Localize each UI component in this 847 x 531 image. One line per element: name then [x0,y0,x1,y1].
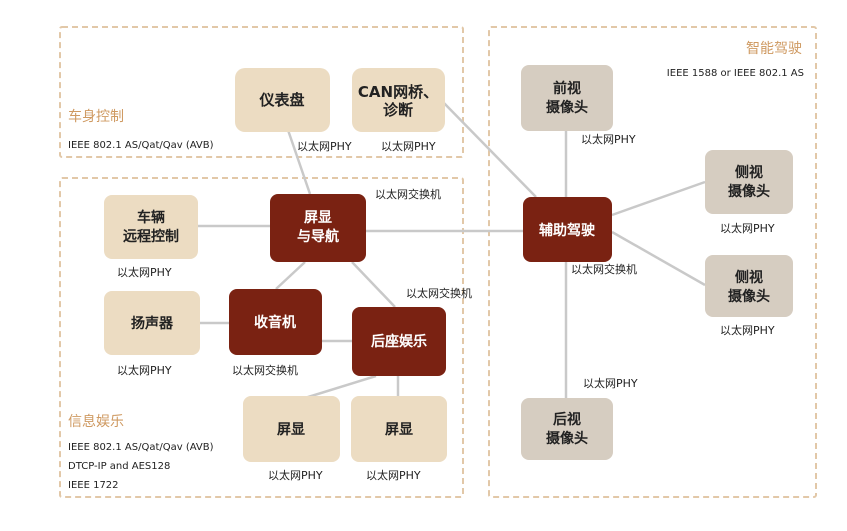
node-dashboard-caption: 以太网PHY [297,140,352,153]
node-rear-entertainment: 后座娱乐 以太网交换机 [352,286,472,376]
region-note-smart-driving-0: IEEE 1588 or IEEE 802.1 AS [667,68,804,79]
node-adas-label-0: 辅助驾驶 [539,222,595,239]
node-can-bridge: CAN网桥、 诊断 以太网PHY [352,68,445,153]
node-rear-camera-label-0: 后视 [553,411,581,428]
node-remote-control-label-0: 车辆 [137,209,165,226]
node-speaker: 扬声器 以太网PHY [104,291,200,377]
region-smart-driving: 智能驾驶 IEEE 1588 or IEEE 802.1 AS [488,26,817,498]
node-screen-1-label-0: 屏显 [277,422,305,438]
node-rear-camera-caption: 以太网PHY [583,377,638,390]
region-note-infotainment-2: IEEE 1722 [68,480,119,491]
node-radio-caption: 以太网交换机 [232,363,298,377]
link-display-radio [275,261,306,290]
node-display-nav-label-1: 与导航 [297,228,339,245]
link-adas-side2 [611,230,706,287]
node-front-camera-label-0: 前视 [553,80,581,97]
node-adas-caption: 以太网交换机 [571,262,637,276]
node-front-camera: 前视 摄像头 以太网PHY [521,65,636,146]
node-dashboard-label-0: 仪表盘 [258,91,304,109]
node-adas: 辅助驾驶 以太网交换机 [523,197,637,276]
link-adas-side1 [611,180,706,217]
node-side-camera-1-label-1: 摄像头 [728,183,770,200]
region-body-control: 车身控制 IEEE 802.1 AS/Qat/Qav (AVB) [59,26,464,158]
node-side-camera-2-label-0: 侧视 [735,269,763,286]
node-side-camera-1-caption: 以太网PHY [720,222,775,235]
region-title-body-control: 车身控制 [68,108,124,125]
region-note-infotainment-1: DTCP-IP and AES128 [68,461,170,472]
region-title-infotainment: 信息娱乐 [68,413,124,430]
node-rear-camera-label-1: 摄像头 [546,430,588,447]
node-speaker-label-0: 扬声器 [131,315,174,332]
node-rear-camera: 后视 摄像头 以太网PHY [521,377,638,460]
node-dashboard: 仪表盘 以太网PHY [235,68,352,153]
node-screen-1-caption: 以太网PHY [268,469,323,482]
node-side-camera-1-label-0: 侧视 [735,164,763,181]
node-rear-entertainment-label-0: 后座娱乐 [371,333,427,350]
node-can-bridge-caption: 以太网PHY [381,140,436,153]
node-remote-control: 车辆 远程控制 以太网PHY [104,195,198,279]
node-side-camera-2-label-1: 摄像头 [728,288,770,305]
node-radio-label-0: 收音机 [254,314,296,331]
link-dashboard-display [286,129,312,195]
region-infotainment: 信息娱乐 IEEE 802.1 AS/Qat/Qav (AVB) DTCP-IP… [59,177,464,498]
node-can-bridge-label-0: CAN网桥、 [358,83,438,101]
node-screen-1: 屏显 以太网PHY [243,396,340,482]
node-display-nav: 屏显 与导航 以太网交换机 [270,187,441,262]
links [198,99,706,404]
nodes: 仪表盘 以太网PHY CAN网桥、 诊断 以太网PHY 前视 摄像头 以太网PH… [104,65,793,482]
region-note-body-control-0: IEEE 802.1 AS/Qat/Qav (AVB) [68,140,214,151]
node-side-camera-2-caption: 以太网PHY [720,324,775,337]
node-front-camera-caption: 以太网PHY [581,133,636,146]
node-can-bridge-label-1: 诊断 [383,101,413,119]
node-rear-entertainment-caption: 以太网交换机 [406,286,472,300]
region-title-smart-driving: 智能驾驶 [746,41,802,57]
node-side-camera-1: 侧视 摄像头 以太网PHY [705,150,793,235]
node-display-nav-caption: 以太网交换机 [375,187,441,201]
node-remote-control-caption: 以太网PHY [117,266,172,279]
node-front-camera-label-1: 摄像头 [546,99,588,116]
node-screen-2: 屏显 以太网PHY [351,396,447,482]
node-remote-control-label-1: 远程控制 [123,228,179,245]
link-can-adas [440,99,537,198]
node-screen-2-label-0: 屏显 [385,422,413,438]
node-display-nav-label-0: 屏显 [304,210,332,226]
link-display-rear [351,261,396,308]
node-side-camera-2: 侧视 摄像头 以太网PHY [705,255,793,337]
node-speaker-caption: 以太网PHY [117,364,172,377]
node-radio: 收音机 以太网交换机 [229,289,322,377]
node-screen-2-caption: 以太网PHY [366,469,421,482]
region-note-infotainment-0: IEEE 802.1 AS/Qat/Qav (AVB) [68,442,214,453]
